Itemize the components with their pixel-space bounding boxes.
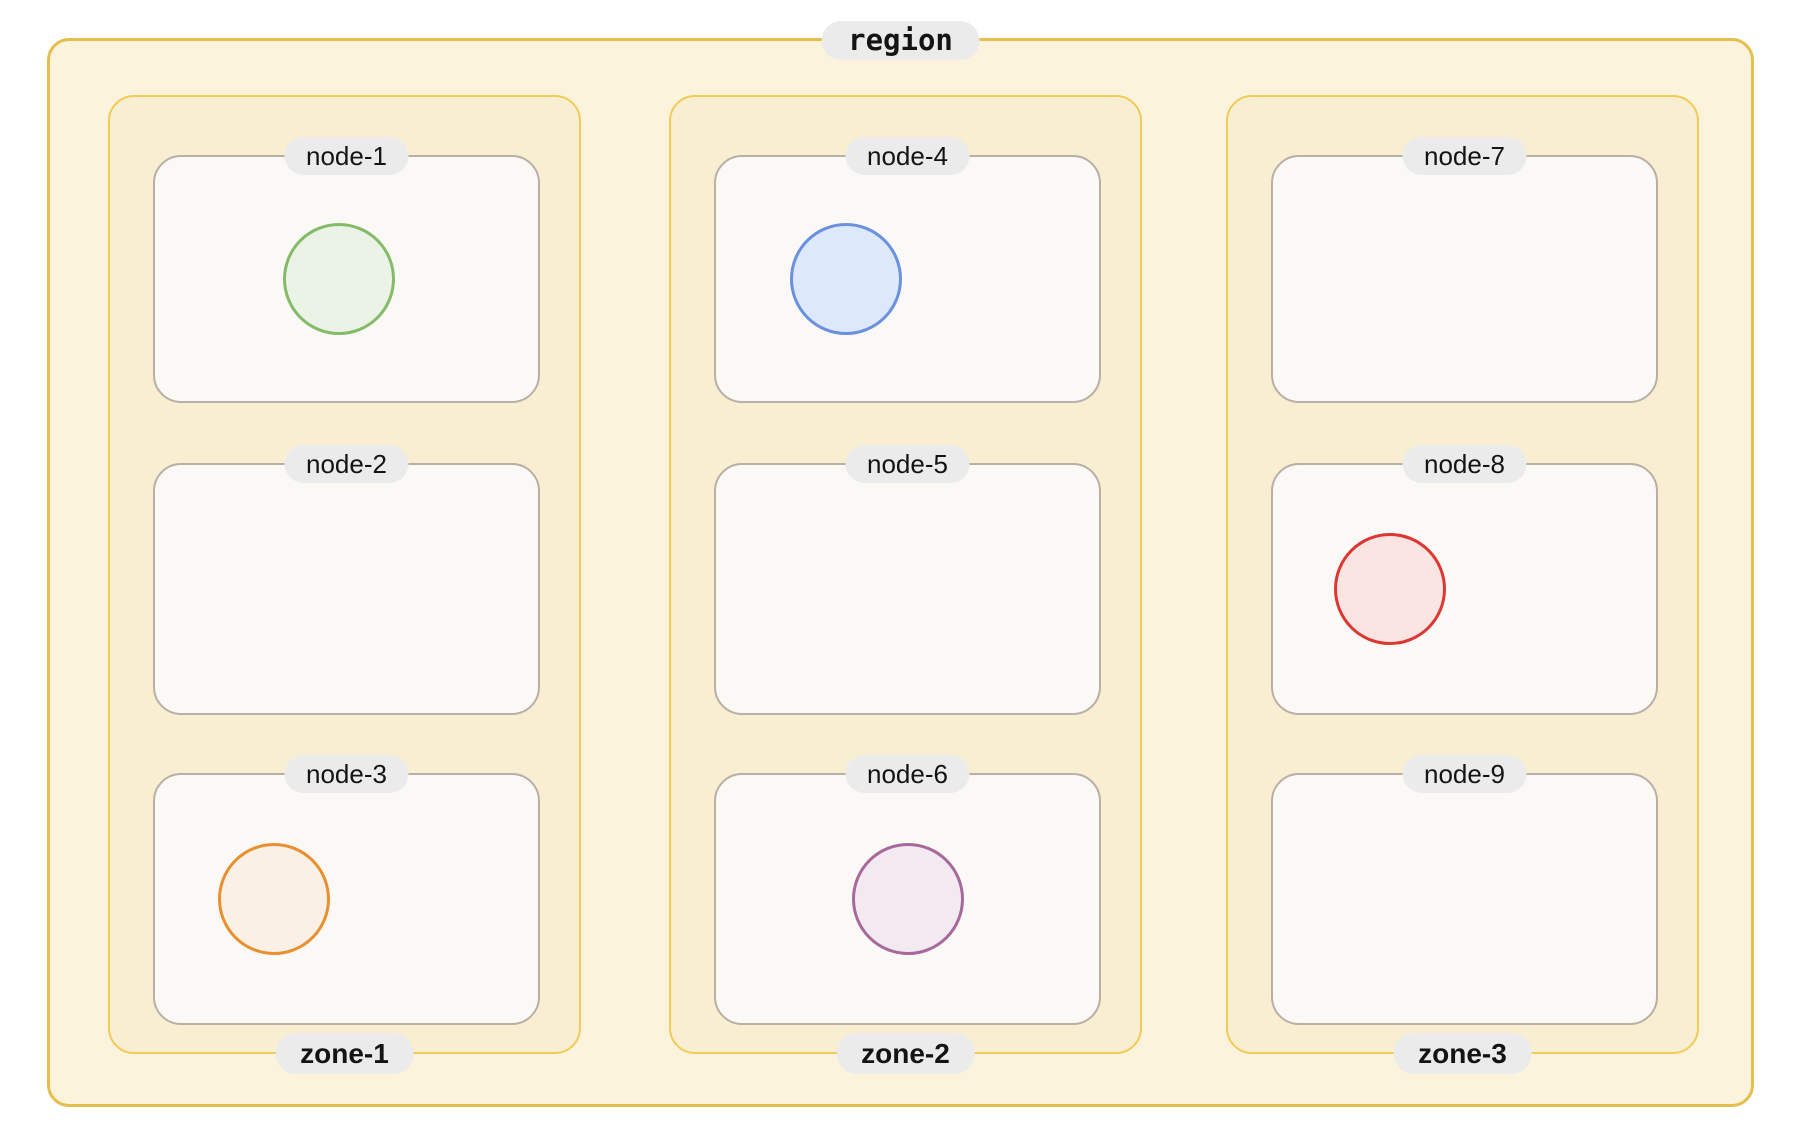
node-3-status-circle xyxy=(217,843,330,955)
node-7-label: node-7 xyxy=(1402,137,1527,175)
node-6-label: node-6 xyxy=(845,755,970,793)
node-4-status-circle xyxy=(790,223,903,335)
zone-2-container: node-4 node-5 node-6 zone-2 xyxy=(669,95,1142,1074)
zone-1-container: node-1 node-2 node-3 zone-1 xyxy=(108,95,581,1074)
node-1-status-circle xyxy=(282,223,395,335)
zone-1-label: zone-1 xyxy=(275,1033,414,1074)
zone-3-container: node-7 node-8 node-9 zone-3 xyxy=(1226,95,1699,1074)
node-2-label: node-2 xyxy=(284,445,409,483)
node-4-label: node-4 xyxy=(845,137,970,175)
zone-2-label: zone-2 xyxy=(836,1033,975,1074)
node-8-status-circle xyxy=(1333,533,1446,645)
node-9-label: node-9 xyxy=(1402,755,1527,793)
node-5-card: node-5 xyxy=(714,445,1101,715)
node-7-card: node-7 xyxy=(1271,137,1658,403)
node-4-card: node-4 xyxy=(714,137,1101,403)
node-5-label: node-5 xyxy=(845,445,970,483)
node-1-card: node-1 xyxy=(153,137,540,403)
node-6-status-circle xyxy=(851,843,964,955)
node-1-label: node-1 xyxy=(284,137,409,175)
node-8-label: node-8 xyxy=(1402,445,1527,483)
node-9-card: node-9 xyxy=(1271,755,1658,1025)
region-container: region node-1 node-2 node-3 zone-1 node-… xyxy=(47,21,1754,1107)
region-label: region xyxy=(821,21,980,60)
node-8-card: node-8 xyxy=(1271,445,1658,715)
zone-3-label: zone-3 xyxy=(1393,1033,1532,1074)
node-3-card: node-3 xyxy=(153,755,540,1025)
node-3-label: node-3 xyxy=(284,755,409,793)
node-6-card: node-6 xyxy=(714,755,1101,1025)
node-2-card: node-2 xyxy=(153,445,540,715)
